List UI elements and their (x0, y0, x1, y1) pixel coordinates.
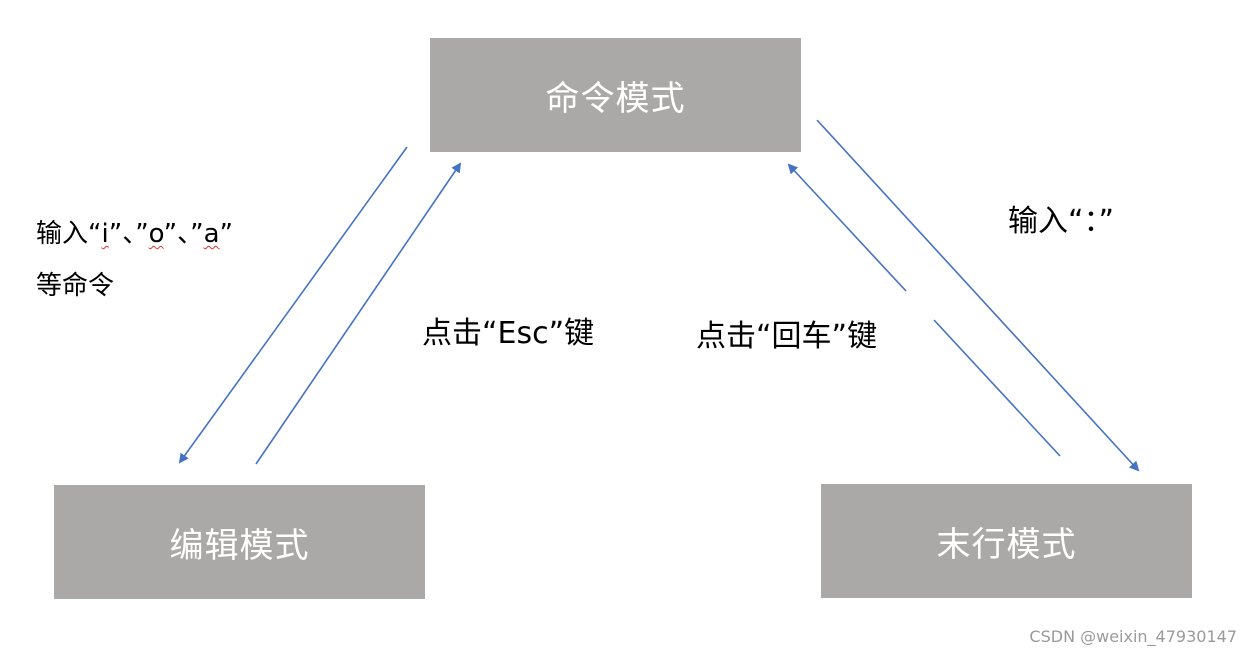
edge-label-to-edit-line2: 等命令 (36, 271, 115, 301)
arrow-last-to-command-upper (787, 163, 907, 292)
command-mode-node: 命令模式 (430, 38, 801, 152)
edge-label-to-edit: 输入“i”、”o”、”a” 等命令 (36, 214, 233, 306)
edge-label-enter: 点击“回车”键 (696, 319, 878, 354)
arrow-edit-to-command (255, 162, 462, 465)
last-line-mode-node: 末行模式 (821, 484, 1192, 598)
arrow-command-to-edit (178, 146, 408, 464)
text-suffix: ” (219, 219, 234, 249)
text-a: a (203, 219, 220, 249)
edit-mode-node: 编辑模式 (54, 485, 425, 599)
text-o: o (148, 219, 164, 249)
last-line-mode-label: 末行模式 (936, 524, 1077, 565)
text-i: i (101, 219, 109, 249)
text-sep2: ”、” (163, 219, 204, 249)
edge-label-to-edit-line1: 输入“i”、”o”、”a” (36, 214, 233, 254)
edge-label-esc: 点击“Esc”键 (422, 316, 595, 351)
watermark: CSDN @weixin_47930147 (1029, 627, 1237, 646)
command-mode-label: 命令模式 (545, 78, 686, 119)
edit-mode-label: 编辑模式 (169, 525, 310, 566)
edge-label-colon: 输入“：” (1008, 204, 1115, 239)
arrow-command-to-last (816, 119, 1140, 472)
text-sep1: ”、” (108, 219, 149, 249)
text-prefix: 输入“ (36, 219, 102, 249)
arrow-last-to-command-lower (933, 319, 1061, 457)
